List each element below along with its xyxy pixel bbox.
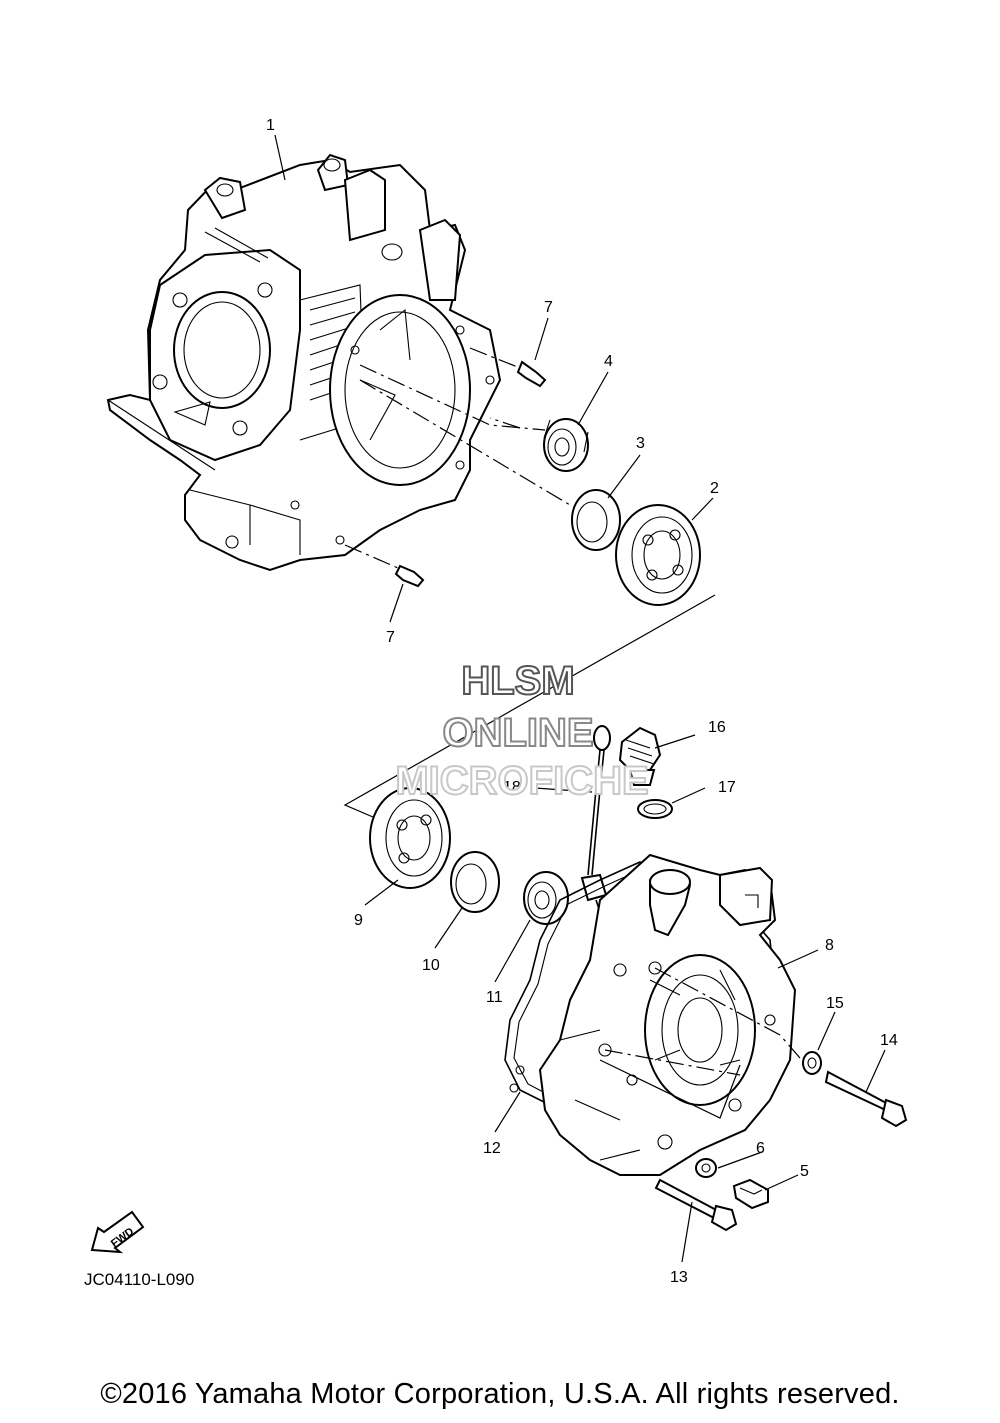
- bearing-part-11: [523, 871, 569, 925]
- o-ring-part-17: [637, 799, 673, 819]
- bearing-part-2: [615, 504, 701, 606]
- bearing-part-4: [543, 418, 589, 472]
- crankcase-left-part-1: [106, 153, 502, 572]
- bearing-part-9: [369, 787, 451, 889]
- dowel-pin-upper-part-7: [469, 347, 547, 388]
- washer-part-15: [802, 1051, 822, 1075]
- leader-lines: [274, 134, 886, 1263]
- watermark: HLSM ONLINE MICROFICHE: [394, 658, 649, 804]
- callout-13: 13: [670, 1269, 688, 1286]
- callout-11: 11: [486, 989, 503, 1006]
- copyright-notice: ©2016 Yamaha Motor Corporation, U.S.A. A…: [100, 1378, 900, 1410]
- oil-filler-cap-part-16: [618, 726, 662, 786]
- drawing-code: JC04110-L090: [84, 1270, 195, 1289]
- bolt-part-5: [732, 1178, 769, 1210]
- callout-17: 17: [718, 779, 736, 796]
- callout-4: 4: [604, 353, 613, 370]
- callout-2: 2: [710, 480, 719, 497]
- callout-labels: 1 7 4 3 2 7 16 17 18 8 9 10 11 12 15 14 …: [266, 117, 898, 1286]
- forward-direction-arrow-icon: FWD: [90, 1210, 145, 1254]
- callout-15: 15: [826, 995, 844, 1012]
- callout-14: 14: [880, 1032, 898, 1049]
- callout-12: 12: [483, 1140, 501, 1157]
- crankcase-cover-part-8: [538, 853, 797, 1176]
- bolt-part-13: [654, 1178, 738, 1232]
- oil-seal-part-10: [450, 851, 500, 913]
- callout-7-lower: 7: [386, 629, 395, 646]
- callout-8: 8: [825, 937, 834, 954]
- watermark-line-3: MICROFICHE: [395, 759, 648, 803]
- watermark-line-1: HLSM: [461, 659, 574, 703]
- bolt-part-14: [824, 1070, 908, 1128]
- callout-9: 9: [354, 912, 363, 929]
- callout-1: 1: [266, 117, 275, 134]
- dowel-pin-lower-part-7: [344, 544, 425, 588]
- callout-10: 10: [422, 957, 440, 974]
- oil-seal-part-3: [571, 489, 621, 551]
- callout-5: 5: [800, 1163, 809, 1180]
- callout-3: 3: [636, 435, 645, 452]
- callout-7-upper: 7: [544, 299, 553, 316]
- callout-16: 16: [708, 719, 726, 736]
- callout-6: 6: [756, 1140, 765, 1157]
- washer-part-6: [695, 1158, 717, 1178]
- callout-18: 18: [503, 779, 521, 796]
- watermark-line-2: ONLINE: [442, 711, 593, 755]
